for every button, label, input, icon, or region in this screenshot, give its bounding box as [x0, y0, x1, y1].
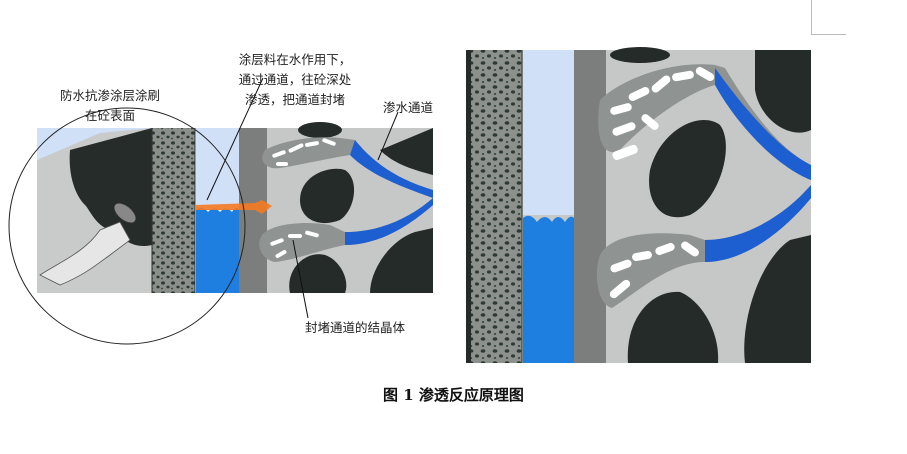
- channel-label: 渗水通道: [383, 100, 434, 115]
- crystals-right: [609, 67, 715, 299]
- coating-label: 涂层料在水作用下， 通过通道，往砼深处 渗透，把通道封堵: [238, 52, 352, 107]
- left-scene: [37, 122, 433, 293]
- figure-caption: 图 1 渗透反应原理图: [383, 386, 524, 404]
- brush-label: 防水抗渗涂层涂刷 在砼表面: [59, 88, 160, 123]
- crystals-left: [270, 138, 336, 258]
- magnify-circle: [8, 107, 246, 345]
- page-corner-mark: [811, 0, 846, 35]
- crystal-label: 封堵通道的结晶体: [305, 320, 406, 335]
